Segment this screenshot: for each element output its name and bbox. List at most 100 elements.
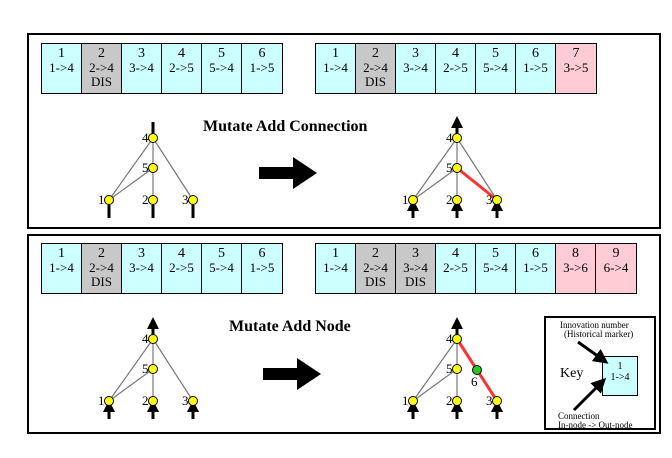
node-1 (104, 396, 114, 406)
mutate-add-node-title: Mutate Add Node (229, 318, 351, 335)
gene-connection: 1->4 (49, 60, 74, 75)
key-arrows (572, 340, 609, 412)
link-3-4 (152, 338, 194, 402)
node-5 (148, 163, 158, 173)
transform-arrow (263, 358, 321, 390)
node-label-2: 2 (142, 192, 149, 207)
gene-disabled-flag: DIS (365, 74, 386, 89)
node-1 (408, 195, 418, 205)
gene-connection: 1->5 (249, 260, 275, 275)
gene-innovation-number: 5 (492, 246, 499, 261)
gene-innovation-number: 8 (572, 246, 579, 261)
gene-innovation-number: 1 (58, 246, 65, 261)
node-label-4: 4 (142, 331, 149, 346)
node-2 (452, 195, 462, 205)
node-label-6: 6 (471, 374, 478, 389)
node-3 (492, 195, 502, 205)
node-4 (452, 133, 462, 143)
key-connection-arrow (572, 377, 607, 412)
gene-innovation-number: 1 (332, 246, 339, 261)
node-label-3: 3 (486, 393, 493, 408)
gene-innovation-number: 1 (332, 46, 339, 61)
key-innovation-caption: Innovation number (560, 320, 629, 330)
link-1-4 (412, 137, 458, 201)
transform-arrow (259, 157, 317, 189)
node-label-1: 1 (98, 393, 105, 408)
gene-innovation-number: 5 (218, 46, 225, 61)
gene-connection: 2->5 (169, 260, 194, 275)
key-label: Key (560, 366, 584, 381)
gene-innovation-number: 4 (452, 46, 459, 61)
gene-innovation-number: 2 (372, 246, 379, 261)
gene-connection: 5->4 (209, 60, 234, 75)
gene-innovation-number: 3 (138, 46, 145, 61)
node-label-4: 4 (446, 331, 453, 346)
key-connection-caption-sub: In-node -> Out-node (558, 420, 633, 430)
gene-innovation-number: 3 (412, 246, 419, 261)
gene-innovation-number: 2 (372, 46, 379, 61)
gene-innovation-number: 3 (412, 46, 419, 61)
gene-connection: 3->4 (129, 60, 154, 75)
link-1-4 (108, 338, 154, 402)
gene-connection: 2->4 (89, 60, 114, 75)
gene-innovation-number: 2 (98, 246, 105, 261)
gene-connection: 3->6 (563, 260, 588, 275)
gene-innovation-number: 6 (258, 246, 266, 261)
gene-innovation-number: 5 (492, 46, 499, 61)
link-3-4 (152, 137, 194, 201)
node-label-5: 5 (142, 361, 149, 376)
link-1-5 (412, 167, 458, 201)
gene-innovation-number: 2 (98, 46, 105, 61)
gene-connection: 1->5 (249, 60, 275, 75)
node-4 (148, 133, 158, 143)
key-legend: Innovation number (Historical marker) Ke… (544, 316, 656, 430)
key-innovation-arrow (577, 340, 609, 364)
node-5 (452, 163, 462, 173)
node-3 (188, 195, 198, 205)
node-label-3: 3 (182, 192, 189, 207)
node-label-3: 3 (182, 393, 189, 408)
gene-connection: 5->4 (483, 260, 508, 275)
node-label-4: 4 (446, 130, 453, 145)
node-3 (492, 396, 502, 406)
gene-connection: 1->4 (323, 260, 348, 275)
node-2 (452, 396, 462, 406)
node-2 (148, 396, 158, 406)
link-1-5 (108, 167, 154, 201)
node-4 (148, 334, 158, 344)
gene-innovation-number: 9 (612, 246, 620, 261)
node-label-4: 4 (142, 130, 149, 145)
node-1 (408, 396, 418, 406)
node-4 (452, 334, 462, 344)
gene-innovation-number: 4 (452, 246, 459, 261)
gene-disabled-flag: DIS (91, 274, 112, 289)
gene-connection: 1->4 (323, 60, 348, 75)
gene-innovation-number: 6 (258, 46, 266, 61)
gene-disabled-flag: DIS (365, 274, 386, 289)
gene-connection: 2->4 (363, 260, 388, 275)
node-label-2: 2 (446, 192, 453, 207)
node-5 (452, 364, 462, 374)
gene-innovation-number: 5 (218, 246, 225, 261)
